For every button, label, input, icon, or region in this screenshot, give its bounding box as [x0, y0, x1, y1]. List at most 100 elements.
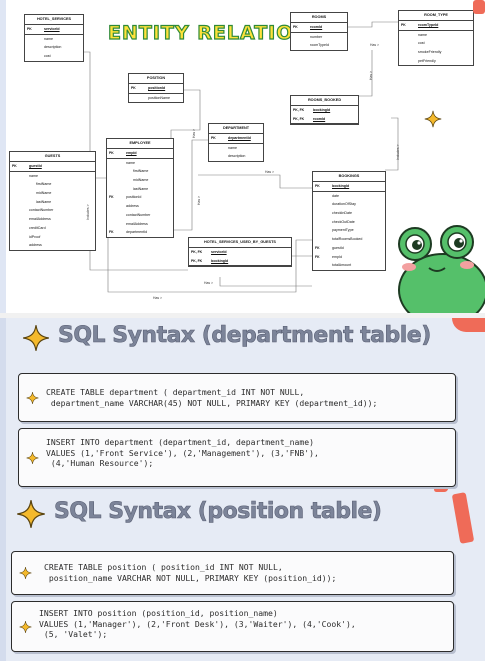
section-title-department: SQL Syntax (department table) [58, 323, 432, 349]
column-name: description [228, 154, 246, 159]
sparkle-icon [19, 620, 32, 633]
table-row: firstName [107, 167, 173, 176]
key-label: PK [12, 164, 17, 168]
table-row: PK, FK bookingId [189, 257, 291, 267]
column-name: positionId [126, 195, 142, 200]
table-row: FK positionId [107, 193, 173, 202]
column-name: totalAmount [332, 263, 352, 268]
key-label: PK [27, 27, 32, 31]
table-row: creditCard [10, 224, 95, 233]
key-label: PK, FK [191, 250, 203, 254]
table-row: durationOfStay [313, 200, 385, 209]
sql-syntax-slide: SQL Syntax (department table) CREATE TAB… [0, 318, 485, 661]
column-name: paymentType [332, 228, 354, 233]
table-row: name [10, 172, 95, 181]
key-label: FK [109, 195, 114, 200]
column-name: description [44, 45, 62, 50]
sparkle-icon [424, 110, 442, 128]
table-row: checkOutDate [313, 218, 385, 227]
column-name: checkOutDate [332, 219, 355, 224]
relation-label: Has > [370, 43, 379, 47]
key-label: PK [293, 25, 298, 29]
key-label: PK [131, 86, 136, 90]
column-name: serviceId [211, 250, 227, 254]
table-name: HOTEL_SERVICES [25, 15, 83, 25]
sql-code: CREATE TABLE position ( position_id INT … [44, 562, 337, 583]
table-row: checkInDate [313, 209, 385, 218]
table-row: cost [25, 52, 83, 61]
table-row: midName [107, 176, 173, 185]
column-name: serviceId [44, 27, 60, 31]
frog-mascot [398, 225, 485, 313]
table-row: name [25, 35, 83, 44]
sql-code: CREATE TABLE department ( department_id … [46, 387, 378, 408]
key-label: FK [315, 254, 320, 259]
table-hotel-services: HOTEL_SERVICES PK serviceId name descript… [24, 14, 84, 62]
table-row: midName [10, 189, 95, 198]
column-name: cost [44, 54, 51, 59]
table-row: PK, FK serviceId [189, 248, 291, 257]
column-name: cost [418, 41, 425, 46]
column-name: durationOfStay [332, 202, 356, 207]
sparkle-icon [23, 325, 49, 351]
column-name: bookingId [211, 258, 229, 263]
er-title: ENTITY RELATION [107, 21, 311, 44]
table-row: smokeFriendly [399, 48, 473, 57]
table-name: EMPLOYEE [107, 139, 173, 149]
relation-label: Has > [369, 71, 373, 80]
table-row: description [209, 152, 263, 161]
table-row: paymentType [313, 226, 385, 235]
decor-tab [451, 492, 475, 544]
table-row: PK, FK roomId [291, 115, 358, 125]
table-row: name [107, 159, 173, 168]
column-name: name [29, 173, 38, 178]
table-row: address [107, 202, 173, 211]
table-row: totalRoomsBooked [313, 235, 385, 244]
key-label: PK [109, 151, 114, 155]
table-row: totalAmount [313, 261, 385, 270]
key-label: PK [401, 23, 406, 27]
sparkle-icon [19, 567, 32, 579]
column-name: date [332, 193, 339, 198]
slide-divider [0, 313, 485, 318]
table-row: number [291, 33, 347, 42]
column-name: empId [332, 254, 342, 259]
column-name: midName [36, 191, 52, 196]
table-row: description [25, 43, 83, 52]
table-name: BOOKINGS [313, 172, 385, 182]
column-name: name [44, 36, 53, 41]
column-name: totalRoomsBooked [332, 237, 363, 242]
sql-code: INSERT INTO position (position_id, posit… [39, 608, 356, 640]
column-name: address [126, 204, 139, 209]
table-name: ROOM_TYPE [399, 11, 473, 21]
column-name: roomId [310, 25, 323, 29]
table-name: ROOMS_BOOKED [291, 96, 358, 106]
key-label: FK [109, 230, 114, 235]
column-name: address [29, 243, 42, 248]
column-name: guestId [332, 245, 344, 250]
column-name: roomId [313, 116, 326, 121]
column-name: idProof [29, 234, 41, 239]
table-row: name [399, 31, 473, 40]
table-row: FK empId [313, 253, 385, 262]
table-row: contactNumber [10, 206, 95, 215]
table-name: GUESTS [10, 152, 95, 162]
column-name: smokeFriendly [418, 50, 442, 55]
key-label: PK [315, 184, 320, 188]
key-label: PK, FK [191, 258, 203, 263]
table-row: lastName [10, 198, 95, 207]
key-label: PK, FK [293, 116, 305, 121]
table-name: HOTEL_SERVICES_USED_BY_GUESTS [189, 238, 291, 248]
column-name: midName [133, 178, 149, 183]
table-row: name [209, 144, 263, 153]
relation-label: Has > [192, 129, 196, 138]
table-row: positionName [129, 94, 183, 103]
table-name: POSITION [129, 74, 183, 84]
table-row: petFriendly [399, 57, 473, 66]
